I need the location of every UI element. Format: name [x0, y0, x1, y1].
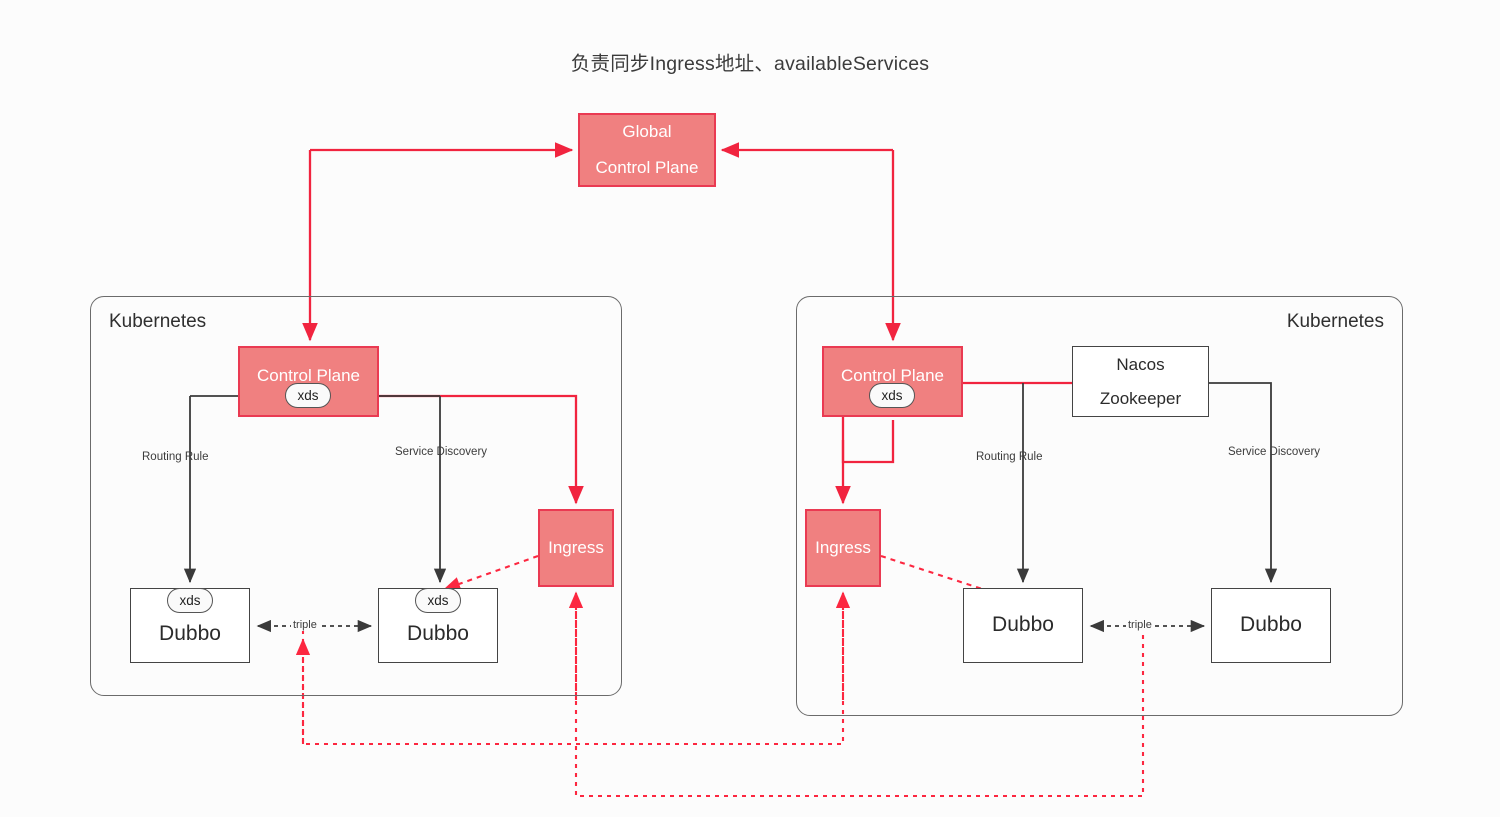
left-routing-rule-label: Routing Rule — [142, 451, 209, 463]
registry-node[interactable]: Nacos Zookeeper — [1072, 346, 1209, 417]
left-dubbo-label-2: Dubbo — [407, 622, 469, 646]
right-dubbo-label-2: Dubbo — [1240, 613, 1302, 637]
cluster-right-label: Kubernetes — [1286, 311, 1384, 332]
cluster-left-label: Kubernetes — [109, 311, 207, 332]
left-dubbo-label-1: Dubbo — [159, 622, 221, 646]
left-service-discovery-label: Service Discovery — [395, 446, 488, 458]
page-title: 负责同步Ingress地址、availableServices — [570, 53, 930, 75]
right-triple-label: triple — [1126, 619, 1154, 631]
left-ingress-label: Ingress — [548, 538, 604, 558]
right-ingress-label: Ingress — [815, 538, 871, 558]
left-ingress-node[interactable]: Ingress — [538, 509, 614, 587]
right-dubbo-node-1[interactable]: Dubbo — [963, 588, 1083, 663]
registry-line1: Nacos — [1116, 354, 1165, 374]
right-service-discovery-label: Service Discovery — [1228, 446, 1321, 458]
left-control-plane-label: Control Plane — [256, 366, 360, 386]
right-dubbo-label-1: Dubbo — [992, 613, 1054, 637]
right-routing-rule-label: Routing Rule — [976, 451, 1043, 463]
cluster-right: Kubernetes — [796, 296, 1403, 716]
right-ingress-node[interactable]: Ingress — [805, 509, 881, 587]
global-control-plane-node[interactable]: Global Control Plane — [578, 113, 716, 187]
left-control-plane-xds-badge: xds — [285, 383, 331, 408]
left-dubbo-2-xds-badge: xds — [415, 588, 461, 613]
registry-line2: Zookeeper — [1099, 388, 1182, 408]
global-control-plane-line2: Control Plane — [595, 158, 699, 177]
left-dubbo-1-xds-badge: xds — [167, 588, 213, 613]
left-triple-label: triple — [291, 619, 319, 631]
global-control-plane-line1: Global — [622, 122, 672, 142]
right-control-plane-xds-badge: xds — [869, 383, 915, 408]
right-dubbo-node-2[interactable]: Dubbo — [1211, 588, 1331, 663]
cluster-left: Kubernetes — [90, 296, 622, 696]
right-control-plane-label: Control Plane — [840, 366, 944, 386]
